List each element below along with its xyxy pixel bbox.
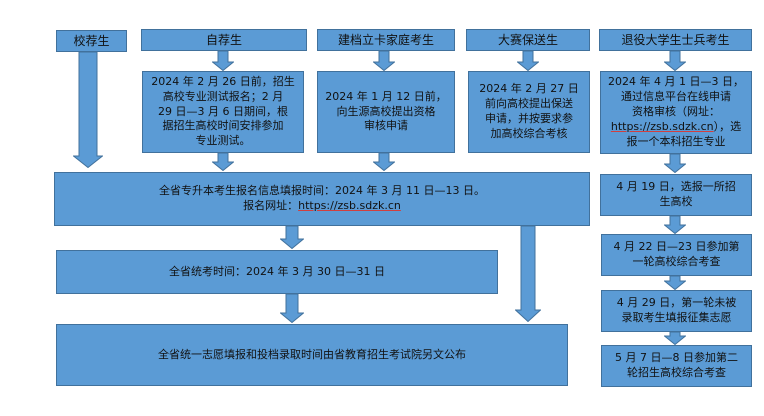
detail-veteran-url[interactable]: https://zsb.sdzk.cn (610, 119, 714, 133)
veteran-step1: 4 月 19 日，选报一所招 生高校 (600, 174, 752, 216)
header-veteran: 退役大学生士兵考生 (599, 29, 752, 51)
registration-url[interactable]: https://zsb.sdzk.cn (298, 199, 401, 212)
arrow-poor-header-to-detail (373, 51, 395, 71)
detail-poor-family: 2024 年 1 月 12 日前， 向生源高校提出资格 审核申请 (317, 71, 455, 153)
veteran-step2-text: 4 月 22 日—23 日参加第 一轮高校综合考查 (613, 240, 740, 268)
veteran-step4: 5 月 7 日—8 日参加第二 轮招生高校综合考查 (601, 345, 752, 387)
detail-veteran: 2024 年 4 月 1 日—3 日， 通过信息平台在线申请 资格审核（网址：h… (600, 71, 752, 154)
detail-veteran-text: 2024 年 4 月 1 日—3 日， 通过信息平台在线申请 资格审核（网址：h… (607, 75, 745, 149)
header-competition: 大赛保送生 (466, 29, 590, 51)
veteran-step3-text: 4 月 29 日，第一轮未被 录取考生填报征集志愿 (616, 296, 737, 324)
detail-veteran-prefix: 2024 年 4 月 1 日—3 日， 通过信息平台在线申请 资格审核（网址： (608, 75, 744, 119)
admission-box: 全省统一志愿填报和投档录取时间由省教育招生考试院另文公布 (56, 324, 568, 386)
arrow-exam-to-admission (280, 294, 304, 323)
registration-box: 全省专升本考生报名信息填报时间：2024 年 3 月 11 日—13 日。 报名… (54, 172, 590, 226)
header-poor-family: 建档立卡家庭考生 (317, 29, 455, 51)
arrow-veteran-detail-to-step1 (664, 154, 686, 173)
exam-box: 全省统考时间：2024 年 3 月 30 日—31 日 (56, 250, 498, 294)
exam-text: 全省统考时间：2024 年 3 月 30 日—31 日 (169, 264, 385, 278)
detail-poor-family-text: 2024 年 1 月 12 日前， 向生源高校提出资格 审核申请 (325, 89, 447, 133)
arrow-veteran-step2-to-step3 (664, 276, 686, 290)
arrow-veteran-step1-to-step2 (664, 216, 686, 234)
header-veteran-label: 退役大学生士兵考生 (621, 32, 730, 47)
arrow-veteran-header-to-detail (664, 51, 686, 71)
admission-text: 全省统一志愿填报和投档录取时间由省教育招生考试院另文公布 (158, 347, 466, 361)
header-self-recommend-label: 自荐生 (205, 32, 242, 47)
detail-competition-text: 2024 年 2 月 27 日 前向高校提出保送 申请，并按要求参 加高校综合考… (479, 82, 579, 140)
arrow-school-to-registration (73, 52, 103, 168)
header-competition-label: 大赛保送生 (497, 32, 558, 47)
header-school-recommend-label: 校荐生 (73, 33, 110, 48)
veteran-step4-text: 5 月 7 日—8 日参加第二 轮招生高校综合考查 (615, 351, 738, 379)
detail-competition: 2024 年 2 月 27 日 前向高校提出保送 申请，并按要求参 加高校综合考… (468, 71, 590, 153)
arrow-poor-detail-to-registration (373, 153, 395, 171)
arrow-competition-to-admission (515, 226, 541, 322)
veteran-step2: 4 月 22 日—23 日参加第 一轮高校综合考查 (601, 234, 752, 276)
detail-veteran-suffix: ），选 报一个本科招生专业 (626, 119, 742, 148)
veteran-step3: 4 月 29 日，第一轮未被 录取考生填报征集志愿 (601, 290, 752, 332)
registration-line2: 报名网址：https://zsb.sdzk.cn (159, 199, 485, 214)
detail-self-recommend-text: 2024 年 2 月 26 日前，招生 高校专业测试报名；2 月 29 日—3 … (151, 74, 295, 148)
header-self-recommend: 自荐生 (141, 29, 307, 51)
registration-url-label: 报名网址： (243, 199, 299, 212)
arrow-registration-to-exam (280, 226, 304, 249)
header-poor-family-label: 建档立卡家庭考生 (337, 32, 434, 47)
arrow-self-detail-to-registration (212, 153, 234, 171)
arrow-veteran-step3-to-step4 (664, 332, 686, 345)
veteran-step1-text: 4 月 19 日，选报一所招 生高校 (616, 180, 736, 208)
detail-self-recommend: 2024 年 2 月 26 日前，招生 高校专业测试报名；2 月 29 日—3 … (142, 71, 304, 153)
registration-line1: 全省专升本考生报名信息填报时间：2024 年 3 月 11 日—13 日。 (159, 184, 485, 198)
arrow-competition-header-to-detail (517, 51, 539, 71)
header-school-recommend: 校荐生 (56, 30, 127, 52)
arrow-self-header-to-detail (212, 51, 234, 71)
registration-text: 全省专升本考生报名信息填报时间：2024 年 3 月 11 日—13 日。 报名… (159, 184, 485, 214)
